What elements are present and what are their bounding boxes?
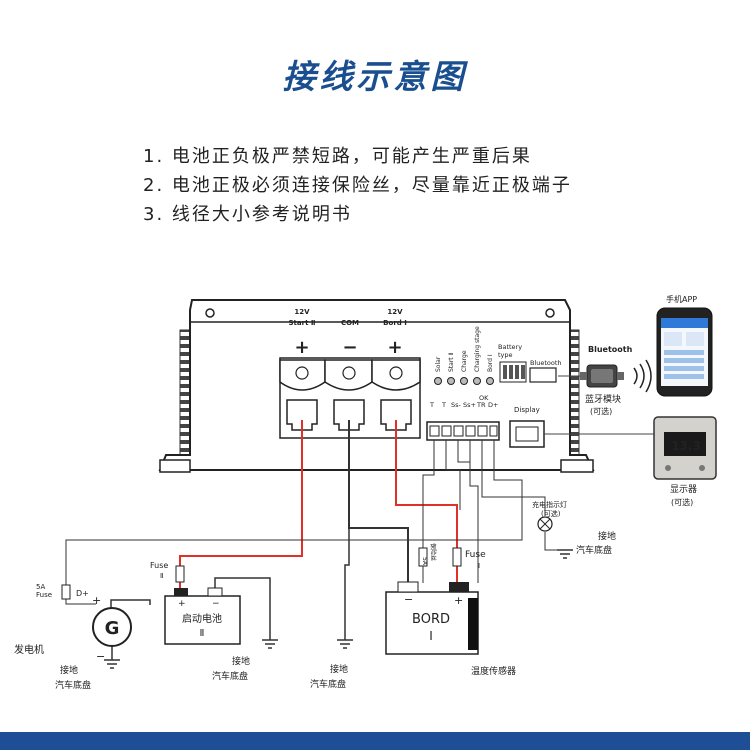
status-leds: Solar Start Ⅱ Charge Charging stage Bord…: [434, 326, 494, 385]
battery-minus: −: [212, 599, 220, 609]
terminal-sign: +: [294, 337, 309, 358]
indicator-optional: (可选): [541, 509, 561, 518]
bluetooth-port: Bluetooth: [529, 359, 562, 383]
page-title: 接线示意图: [282, 57, 468, 96]
bord-battery: − + BORD Ⅰ 温度传感器 接地 汽车底盘: [310, 581, 516, 690]
battery-type-switch: Battery type: [498, 343, 527, 383]
battery-name: 启动电池: [182, 612, 222, 625]
bluetooth-port-label: Bluetooth: [530, 359, 562, 367]
fuse-value: 5A: [36, 583, 45, 591]
led-label: Bord Ⅰ: [487, 354, 494, 372]
terminal-name: COM: [341, 319, 359, 327]
bluetooth-module: Bluetooth 蓝牙模块 (可选): [580, 345, 652, 416]
phone-label: 手机APP: [666, 294, 697, 304]
terminal-voltage: 12V: [294, 308, 310, 316]
display-label: 显示器: [670, 484, 697, 495]
note-item: 1. 电池正负极严禁短路，可能产生严重后果: [143, 146, 532, 167]
note-item: 2. 电池正极必须连接保险丝，尽量靠近正极端子: [143, 175, 572, 196]
display-unit: 13.3 显示器 (可选): [653, 416, 717, 507]
indicator-label: 充电指示灯: [532, 500, 567, 509]
ground-label: 接地: [330, 663, 348, 675]
bottom-bar: [0, 732, 750, 750]
display-port: Display: [509, 406, 545, 448]
ground-label: 接地: [60, 664, 78, 676]
pin-label: T: [429, 401, 434, 409]
protect-fuse-value: 5A: [421, 557, 428, 566]
ground-symbols: [104, 549, 573, 669]
terminal-labels: 12V Start Ⅱ COM 12V Bord Ⅰ + − +: [289, 308, 407, 358]
svg-text:type: type: [498, 351, 513, 359]
fuse-sub: Ⅱ: [160, 572, 163, 580]
generator-plus: +: [92, 594, 101, 607]
wires: [65, 420, 565, 660]
ok-label: OK: [479, 394, 489, 402]
generator-dplus: D+: [76, 589, 89, 598]
pin-label: D+: [488, 401, 498, 409]
led-label: Solar: [435, 356, 442, 372]
generator-minus: −: [96, 650, 105, 663]
display-optional: (可选): [671, 497, 693, 507]
battery-minus: −: [404, 593, 413, 606]
battery-sub: Ⅱ: [200, 628, 205, 639]
ground-label: 接地: [232, 655, 250, 667]
note-item: 3. 线径大小参考说明书: [143, 204, 352, 225]
ground-label: 汽车底盘: [55, 679, 91, 691]
battery-plus: +: [454, 594, 463, 607]
generator-letter: G: [105, 618, 120, 639]
fuse-label: Fuse: [150, 561, 168, 570]
pin-block: T T Ss- Ss+ TR D+ OK: [426, 394, 500, 441]
terminal-sign: +: [387, 337, 402, 358]
fuse-label: Fuse: [465, 550, 486, 560]
bluetooth-optional: (可选): [590, 406, 612, 416]
ground-label: 汽车底盘: [576, 544, 612, 556]
led-label: Start Ⅱ: [448, 352, 455, 372]
terminal-voltage: 12V: [387, 308, 403, 316]
led-label: Charge: [461, 350, 468, 372]
temp-sensor-label: 温度传感器: [471, 665, 516, 677]
generator: G D+ + − 发电机 接地 汽车底盘: [14, 589, 132, 691]
pin-label: TR: [476, 401, 486, 409]
fuse-sub: Ⅰ: [478, 562, 480, 570]
pin-label: Ss+: [463, 401, 476, 409]
ground-label: 汽车底盘: [212, 670, 248, 682]
terminal-sign: −: [342, 337, 357, 358]
fuse-label: Fuse: [36, 591, 52, 599]
pin-label: T: [441, 401, 446, 409]
pin-label: Ss-: [451, 401, 462, 409]
start-battery: + − 启动电池 Ⅱ 接地 汽车底盘: [164, 587, 250, 682]
svg-text:Battery: Battery: [498, 343, 522, 351]
notes-list: 1. 电池正负极严禁短路，可能产生严重后果 2. 电池正极必须连接保险丝，尽量靠…: [143, 142, 572, 229]
protect-fuse-label: 保险丝: [429, 543, 437, 561]
display-reading: 13.3: [671, 439, 701, 453]
generator-label: 发电机: [14, 643, 44, 656]
indicator-lamp: 充电指示灯 (可选) 接地 汽车底盘: [532, 500, 616, 556]
led-label: Charging stage: [474, 326, 481, 372]
bluetooth-module-label: 蓝牙模块: [585, 393, 621, 405]
display-port-label: Display: [514, 406, 540, 414]
phone: 手机APP: [656, 294, 713, 397]
ground-label: 汽车底盘: [310, 678, 346, 690]
terminal-name: Bord Ⅰ: [383, 319, 407, 327]
battery-name: BORD: [412, 612, 450, 627]
terminal-name: Start Ⅱ: [289, 319, 316, 327]
battery-sub: Ⅰ: [429, 629, 433, 643]
bluetooth-brand: Bluetooth: [588, 345, 633, 354]
fuses: Fuse Ⅱ Fuse Ⅰ 5A Fuse 保险丝 5A: [36, 543, 486, 600]
battery-plus: +: [178, 599, 186, 609]
ground-label: 接地: [598, 530, 616, 542]
